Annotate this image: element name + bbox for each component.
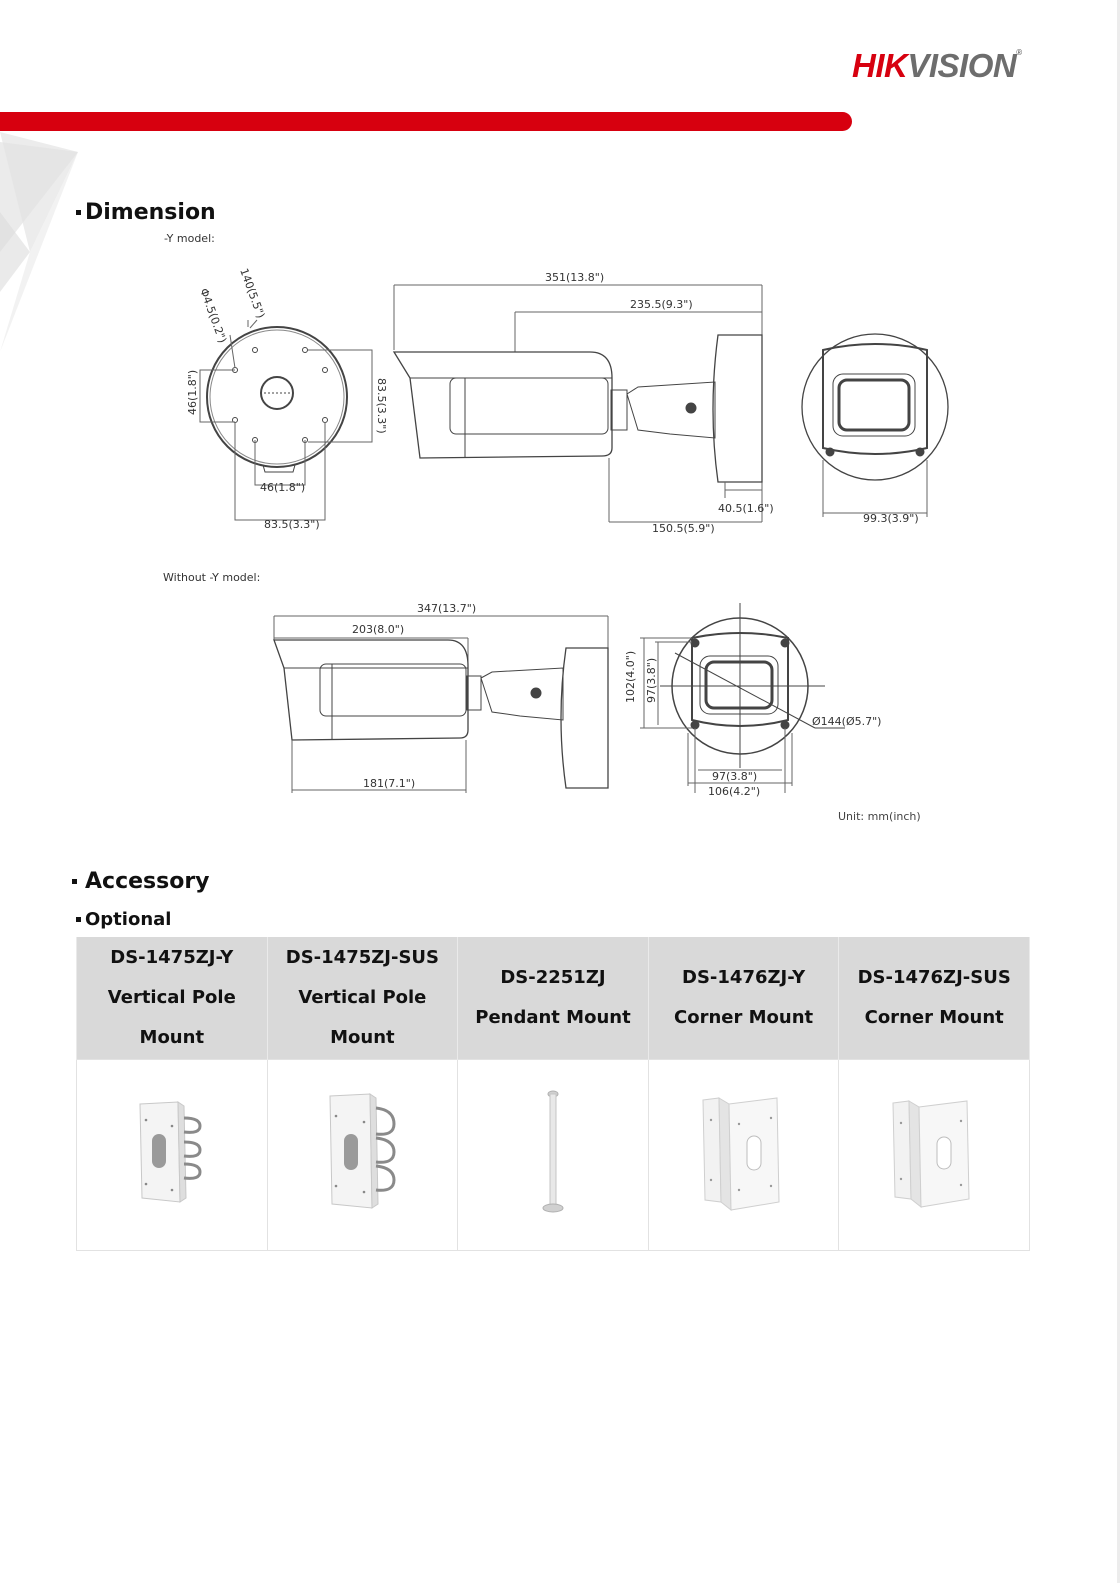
vertical-pole-mount-sus-image xyxy=(329,1093,396,1209)
dim-347: 347(13.7") xyxy=(417,602,476,615)
dim-phi-144: Ø144(Ø5.7") xyxy=(812,715,881,728)
vertical-pole-mount-image xyxy=(139,1100,202,1203)
accessory-header-3: DS-2251ZJ Pendant Mount xyxy=(457,937,649,1059)
accessory-name: Vertical Pole xyxy=(298,986,427,1008)
dimension-title-text: Dimension xyxy=(85,200,216,225)
accessory-image-cell-1 xyxy=(76,1058,268,1251)
dimension-title: Dimension xyxy=(76,200,216,225)
accessory-image-cell-4 xyxy=(647,1058,840,1251)
bullet-icon xyxy=(76,210,81,215)
accessory-name-cont: Mount xyxy=(139,1026,205,1048)
accessory-name: Corner Mount xyxy=(674,1006,814,1028)
dim-99-3: 99.3(3.9") xyxy=(863,512,919,525)
dim-150-5: 150.5(5.9") xyxy=(652,522,715,535)
unit-label: Unit: mm(inch) xyxy=(838,810,921,823)
dim-351: 351(13.8") xyxy=(545,271,604,284)
accessory-image-row xyxy=(76,1058,1030,1251)
accessory-name-cont: Mount xyxy=(330,1026,395,1048)
y-model-mount-view-drawing: 46(1.8") 83.5(3.3") 46(1.8") 83.5(3.3") … xyxy=(186,267,388,531)
accessory-header-2: DS-1475ZJ-SUS Vertical Pole Mount xyxy=(266,937,459,1059)
page-edge xyxy=(1117,0,1120,1583)
corner-mount-sus-image xyxy=(892,1100,970,1209)
accessory-model: DS-2251ZJ xyxy=(500,966,606,988)
optional-subtitle: Optional xyxy=(76,909,171,930)
pendant-mount-image xyxy=(542,1090,564,1212)
dim-97-horizontal: 97(3.8") xyxy=(712,770,757,783)
accessory-image-cell-3 xyxy=(457,1058,649,1251)
logo-hik: HIK xyxy=(852,47,908,84)
y-model-side-view-drawing: 351(13.8") 235.5(9.3") 40.5(1.6") 150.5(… xyxy=(392,271,774,535)
dim-106: 106(4.2") xyxy=(708,785,760,798)
accessory-name: Vertical Pole xyxy=(107,986,236,1008)
accessory-header-row: DS-1475ZJ-Y Vertical Pole Mount DS-1475Z… xyxy=(76,937,1030,1059)
dim-140: 140(5.5") xyxy=(237,267,267,320)
dim-46-left: 46(1.8") xyxy=(186,370,199,415)
logo-vision: VISION xyxy=(907,47,1017,84)
accessory-table: DS-1475ZJ-Y Vertical Pole Mount DS-1475Z… xyxy=(76,937,1030,1251)
dim-46-bottom: 46(1.8") xyxy=(260,481,305,494)
dim-102: 102(4.0") xyxy=(624,651,637,703)
dim-83-5-right: 83.5(3.3") xyxy=(375,378,388,434)
dim-181: 181(7.1") xyxy=(363,777,415,790)
hikvision-logo: HIKVISION® xyxy=(852,47,1022,84)
non-y-model-label: Without -Y model: xyxy=(163,571,261,584)
accessory-header-5: DS-1476ZJ-SUS Corner Mount xyxy=(838,937,1030,1059)
accessory-name: Corner Mount xyxy=(864,1006,1004,1028)
dim-40-5: 40.5(1.6") xyxy=(718,502,774,515)
accessory-image-cell-2 xyxy=(266,1058,459,1251)
dim-235-5: 235.5(9.3") xyxy=(630,298,693,311)
dim-97-vertical: 97(3.8") xyxy=(645,658,658,703)
dim-83-5-bottom: 83.5(3.3") xyxy=(264,518,320,531)
accessory-header-1: DS-1475ZJ-Y Vertical Pole Mount xyxy=(76,937,268,1059)
y-model-front-view-drawing: 99.3(3.9") xyxy=(801,333,949,525)
accessory-model: DS-1476ZJ-SUS xyxy=(857,966,1011,988)
bullet-icon xyxy=(76,917,81,922)
accessory-model: DS-1475ZJ-Y xyxy=(110,946,234,968)
bullet-icon xyxy=(72,879,77,884)
header-red-bar xyxy=(0,112,852,131)
optional-subtitle-text: Optional xyxy=(85,909,172,930)
accessory-image-cell-5 xyxy=(838,1058,1030,1251)
accessory-name: Pendant Mount xyxy=(475,1006,631,1028)
accessory-title: Accessory xyxy=(72,869,210,894)
non-y-model-front-view-drawing: 102(4.0") 97(3.8") Ø144(Ø5.7") 97(3.8") … xyxy=(624,603,881,798)
accessory-model: DS-1475ZJ-SUS xyxy=(285,946,440,968)
y-model-label: -Y model: xyxy=(164,232,215,245)
dim-203: 203(8.0") xyxy=(352,623,404,636)
non-y-model-side-view-drawing: 347(13.7") 203(8.0") 181(7.1") xyxy=(273,602,609,793)
logo-registered-mark: ® xyxy=(1016,48,1022,57)
accessory-title-text: Accessory xyxy=(85,869,210,894)
accessory-model: DS-1476ZJ-Y xyxy=(682,966,806,988)
dim-phi-4-5: Φ4.5(0.2") xyxy=(197,287,229,345)
accessory-header-4: DS-1476ZJ-Y Corner Mount xyxy=(647,937,840,1059)
corner-mount-image xyxy=(702,1097,780,1212)
decorative-triangles xyxy=(0,132,78,352)
